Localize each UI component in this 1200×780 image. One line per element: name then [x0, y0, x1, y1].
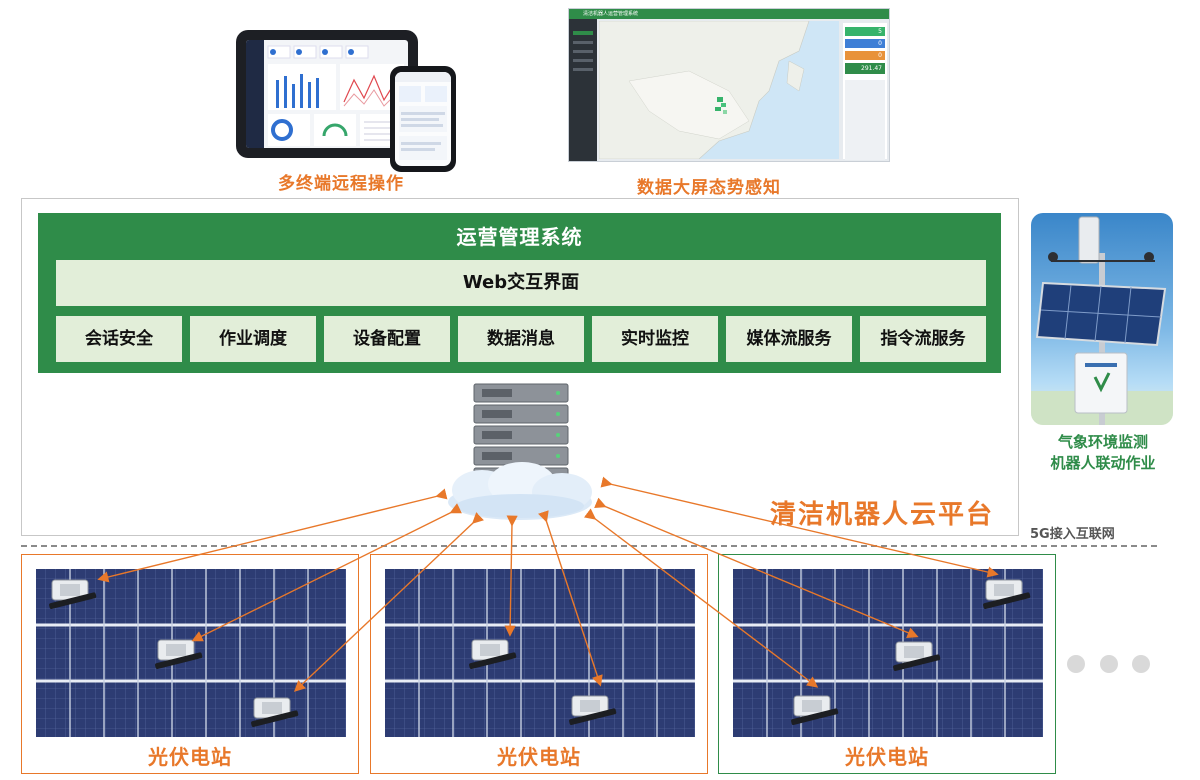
- robot-icon: [790, 695, 840, 726]
- pv-station-label: 光伏电站: [845, 745, 929, 769]
- module-media-stream[interactable]: 媒体流服务: [726, 316, 852, 362]
- dashboard-sidebar: [569, 19, 597, 161]
- phone-device: [390, 66, 456, 172]
- ops-system-title: 运营管理系统: [456, 225, 583, 249]
- caption-multi-terminal: 多终端远程操作: [278, 174, 404, 194]
- network-label: 5G接入互联网: [1030, 527, 1115, 542]
- module-command-stream[interactable]: 指令流服务: [860, 316, 986, 362]
- stat-blue: 0: [845, 39, 885, 48]
- china-map-graphic: [599, 21, 839, 159]
- module-data-messages[interactable]: 数据消息: [458, 316, 584, 362]
- module-realtime-monitor[interactable]: 实时监控: [592, 316, 718, 362]
- cleaning-robot-icons: [48, 579, 1032, 728]
- weather-caption-line1: 气象环境监测: [1057, 433, 1148, 451]
- stat-total: 291.47: [845, 63, 885, 74]
- phone-screen: [395, 72, 451, 166]
- pv-station-label: 光伏电站: [497, 745, 581, 769]
- pv-station-label: 光伏电站: [148, 745, 232, 769]
- stat-orange: 0: [845, 51, 885, 60]
- web-interface-bar[interactable]: Web交互界面: [56, 260, 986, 306]
- phone-app-graphic: [395, 72, 451, 160]
- dashboard-header: 清洁机器人运营管理系统: [569, 9, 889, 19]
- caption-big-screen: 数据大屏态势感知: [637, 178, 781, 198]
- dashboard-title: 清洁机器人运营管理系统: [583, 11, 639, 17]
- stat-green: 5: [845, 27, 885, 36]
- weather-station-icon: [1031, 216, 1173, 425]
- more-indicator-dot: [1067, 655, 1085, 673]
- weather-caption-line2: 机器人联动作业: [1050, 454, 1156, 472]
- robot-icon: [982, 579, 1032, 610]
- robot-icon: [568, 695, 618, 726]
- module-device-config[interactable]: 设备配置: [324, 316, 450, 362]
- connection-arrows: [97, 476, 999, 692]
- robot-icon: [48, 579, 98, 610]
- ops-system-box: 运营管理系统 Web交互界面 会话安全 作业调度 设备配置 数据消息 实时监控 …: [38, 213, 1001, 373]
- robot-icon: [468, 639, 518, 670]
- more-indicator-dot: [1132, 655, 1150, 673]
- big-screen-dashboard: 清洁机器人运营管理系统 5 0 0 291.47: [568, 8, 890, 162]
- module-session-security[interactable]: 会话安全: [56, 316, 182, 362]
- dashboard-right-panel: 5 0 0 291.47: [843, 23, 887, 160]
- robot-icon: [892, 641, 942, 672]
- weather-station-image: [1031, 213, 1173, 425]
- more-indicator-dot: [1100, 655, 1118, 673]
- weather-caption: 气象环境监测 机器人联动作业: [1030, 432, 1176, 474]
- robot-icon: [154, 639, 204, 670]
- robot-icon: [250, 697, 300, 728]
- module-job-scheduling[interactable]: 作业调度: [190, 316, 316, 362]
